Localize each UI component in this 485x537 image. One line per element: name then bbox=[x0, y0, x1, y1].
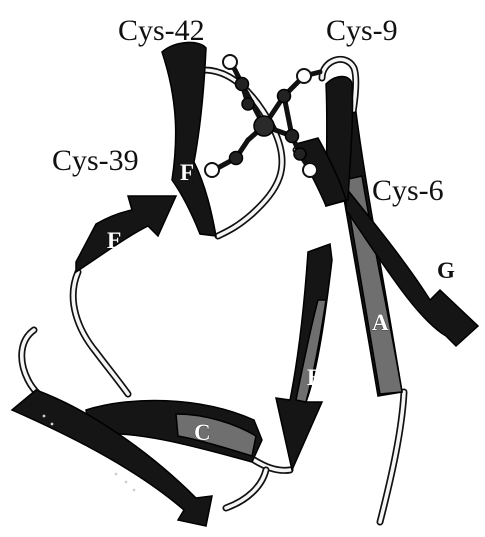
strand-b-label: B bbox=[307, 365, 322, 390]
strand-g-label: G bbox=[437, 258, 455, 283]
strand-a-label: A bbox=[372, 310, 389, 335]
cys-39-label: Cys-39 bbox=[52, 144, 139, 177]
coil-bottom-outline bbox=[226, 470, 266, 508]
strand-c-label: C bbox=[194, 420, 211, 445]
cys-42-label: Cys-42 bbox=[118, 14, 205, 47]
strand-d-label: D bbox=[74, 441, 91, 466]
carbon-atom bbox=[286, 130, 299, 143]
carbon-atom bbox=[242, 98, 254, 110]
sulfur-atom-cys9 bbox=[297, 69, 311, 83]
carbon-atom bbox=[230, 152, 243, 165]
sulfur-atom-cys39 bbox=[205, 163, 219, 177]
carbon-atom bbox=[278, 90, 291, 103]
strand-e: E bbox=[76, 196, 176, 272]
coil-left-long bbox=[73, 272, 128, 394]
carbon-atom bbox=[294, 148, 306, 160]
sulfur-atom-cys6 bbox=[303, 163, 317, 177]
strand-b: B bbox=[276, 244, 332, 470]
cys-6-label: Cys-6 bbox=[372, 174, 444, 207]
carbon-atom bbox=[236, 78, 249, 91]
strand-f-label: F bbox=[180, 160, 194, 185]
sulfur-atom-cys42 bbox=[223, 55, 237, 69]
metal-atom bbox=[254, 116, 274, 136]
strand-e-label: E bbox=[107, 228, 122, 253]
cys-9-label: Cys-9 bbox=[326, 14, 398, 47]
